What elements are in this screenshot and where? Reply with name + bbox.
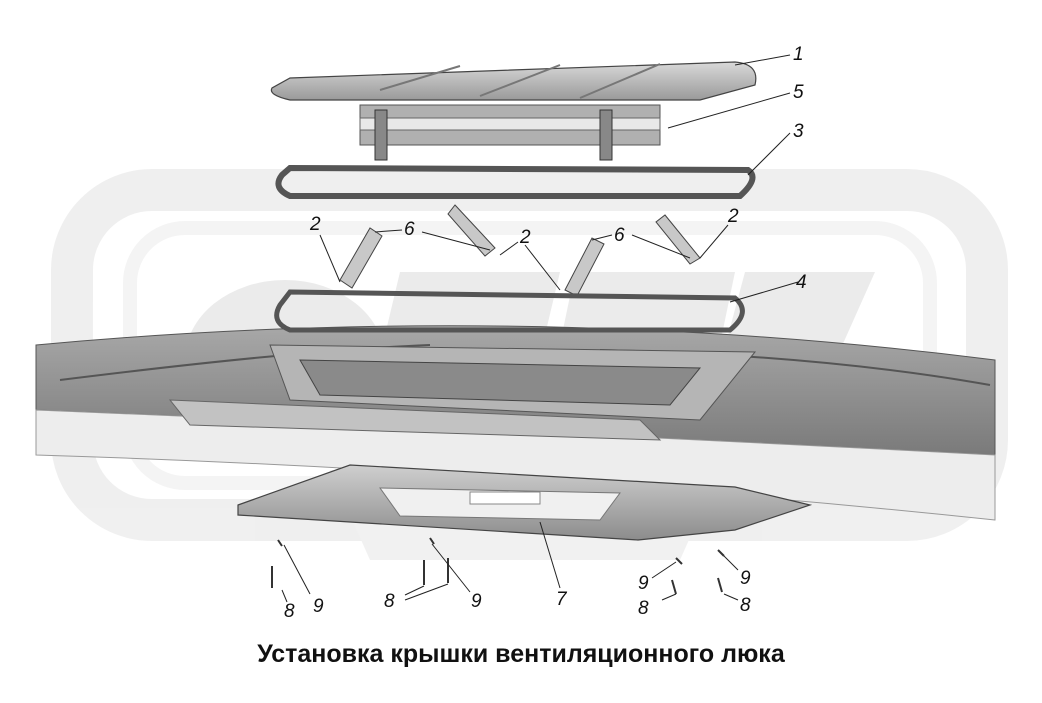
callout-labels: 1 5 3 2 6 2 6 2 4 8 9 8 9 7 9 8 9 8 bbox=[284, 44, 807, 622]
callout-8-left: 8 bbox=[284, 601, 295, 622]
callout-9-right-b: 9 bbox=[740, 568, 751, 589]
inner-trim bbox=[237, 464, 813, 541]
callout-9-center: 9 bbox=[471, 591, 482, 612]
callout-8-right-a: 8 bbox=[638, 598, 649, 619]
spring-set bbox=[339, 204, 701, 297]
vent-lid bbox=[270, 61, 757, 161]
callout-2-right: 2 bbox=[727, 206, 739, 227]
callout-9-left: 9 bbox=[313, 596, 324, 617]
fastener-set bbox=[271, 537, 725, 595]
callout-2-left: 2 bbox=[309, 214, 321, 235]
callout-4: 4 bbox=[796, 272, 807, 293]
callout-6-right: 6 bbox=[614, 225, 625, 246]
seal-frame bbox=[274, 289, 745, 333]
callout-5: 5 bbox=[793, 82, 804, 103]
callout-7: 7 bbox=[556, 589, 568, 610]
leader-lines bbox=[281, 54, 799, 603]
upper-frame bbox=[275, 164, 756, 199]
figure-caption: Установка крышки вентиляционного люка bbox=[257, 640, 785, 668]
callout-6-left: 6 bbox=[404, 219, 415, 240]
callout-9-right-a: 9 bbox=[638, 573, 649, 594]
callout-2-center: 2 bbox=[519, 227, 531, 248]
callout-3: 3 bbox=[793, 121, 804, 142]
callout-1: 1 bbox=[793, 44, 804, 65]
callout-8-center: 8 bbox=[384, 591, 395, 612]
callout-8-right-b: 8 bbox=[740, 595, 751, 616]
